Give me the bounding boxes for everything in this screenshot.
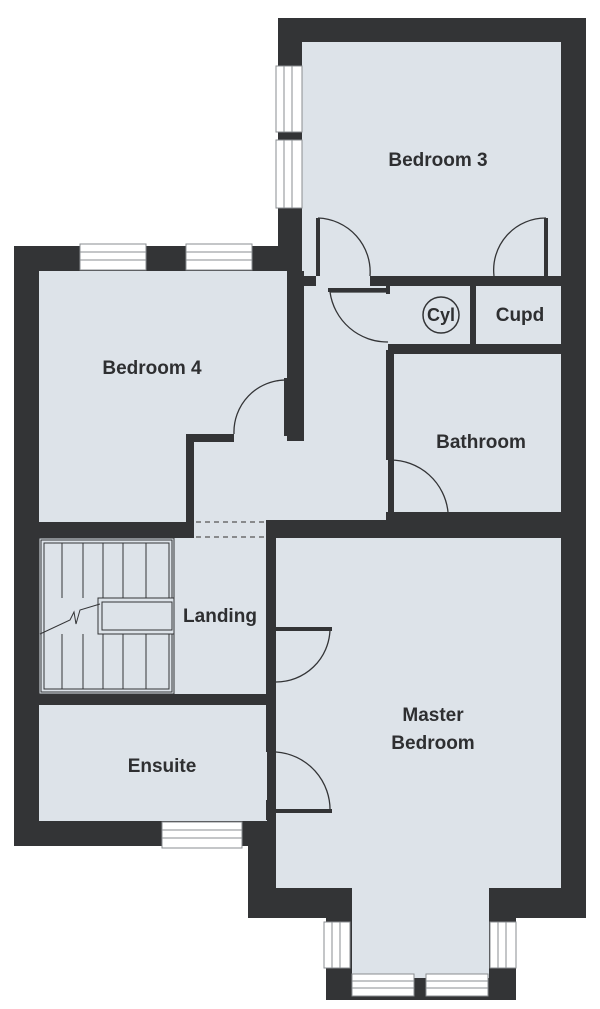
cylinder-symbol	[422, 296, 460, 334]
window-bay-left	[323, 921, 351, 969]
label-ensuite: Ensuite	[128, 756, 197, 777]
label-landing: Landing	[183, 606, 257, 627]
staircase	[38, 537, 175, 695]
floors	[39, 42, 561, 978]
label-cupboard: Cupd	[496, 305, 545, 326]
floor-cupd	[476, 286, 561, 344]
floor-landing	[174, 538, 266, 694]
label-bathroom: Bathroom	[436, 432, 526, 453]
label-bedroom-3: Bedroom 3	[388, 150, 487, 171]
room-labels: Bedroom 3 Bedroom 4 Bathroom Cupd Cyl La…	[102, 150, 544, 777]
window-bay-right	[489, 921, 517, 969]
landing-opening	[196, 521, 266, 538]
window-ensuite	[161, 821, 243, 849]
window-bedroom3-lower	[275, 139, 303, 209]
window-bedroom4-right	[185, 243, 253, 271]
window-bay-bottom-left	[351, 973, 415, 997]
window-bedroom3-upper	[275, 65, 303, 133]
label-cylinder: Cyl	[427, 305, 455, 325]
floor-bathroom	[394, 354, 561, 520]
floor-master	[276, 538, 561, 888]
floor-ensuite	[39, 705, 267, 821]
window-bedroom4-left	[79, 243, 147, 271]
window-bay-bottom-right	[425, 973, 489, 997]
label-master-line1: Master	[402, 705, 464, 726]
label-bedroom-4: Bedroom 4	[102, 358, 202, 379]
internal-walls	[39, 271, 561, 820]
floor-bedroom-3	[302, 42, 561, 276]
label-master-line2: Bedroom	[391, 733, 474, 754]
door-leaves	[274, 218, 548, 813]
windows	[79, 65, 517, 997]
